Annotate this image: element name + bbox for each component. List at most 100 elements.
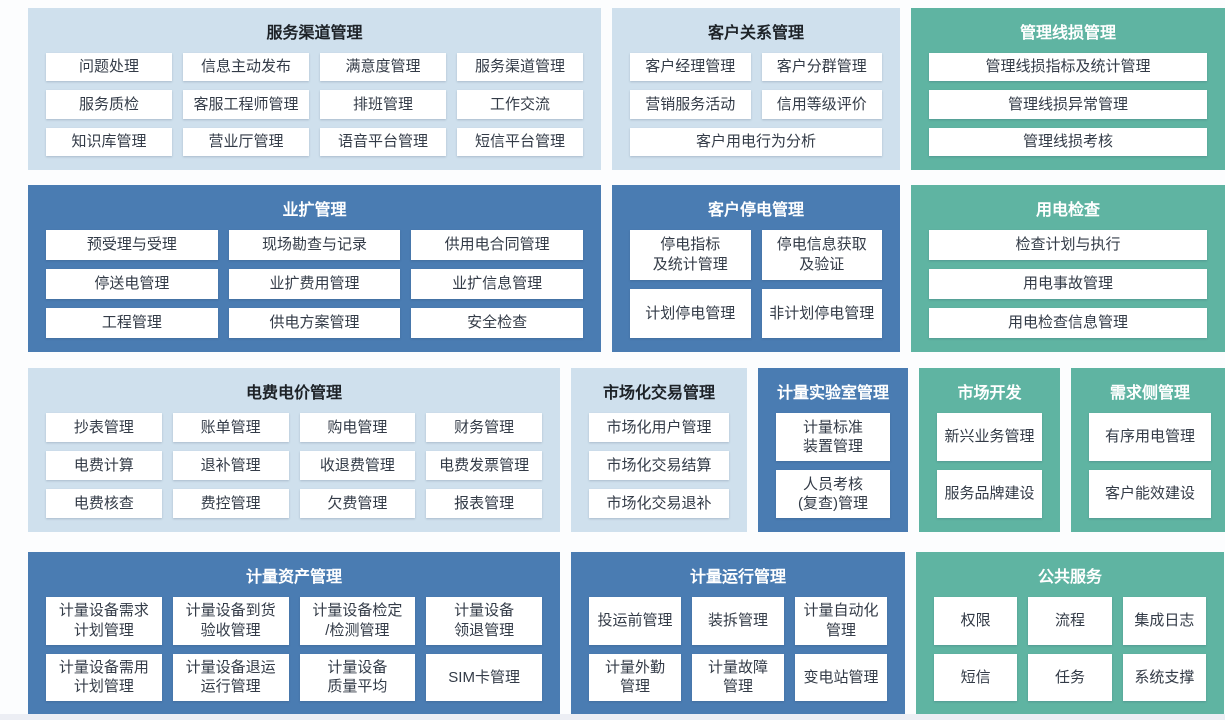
section-items: 市场化用户管理市场化交易结算市场化交易退补 [571,412,747,532]
module-item: 计量故障 管理 [692,653,784,701]
module-item: 退补管理 [172,451,289,480]
section-service-channel-management: 服务渠道管理问题处理信息主动发布满意度管理服务渠道管理服务质检客服工程师管理排班… [28,8,601,170]
module-item: 工作交流 [457,90,583,119]
section-title: 计量运行管理 [689,569,786,586]
module-item: 计量外勤 管理 [589,653,681,701]
section-title: 管理线损管理 [1019,25,1116,42]
module-item: 变电站管理 [795,653,887,701]
module-item: 停送电管理 [46,269,218,299]
module-item: 计量设备需求 计划管理 [46,597,162,645]
module-item: 非计划停电管理 [761,288,882,338]
section-metering-lab-management: 计量实验室管理计量标准 装置管理人员考核 (复查)管理 [758,368,908,532]
module-item: 管理线损指标及统计管理 [929,53,1207,82]
module-item: 费控管理 [172,489,289,518]
module-item: 投运前管理 [589,597,681,645]
module-item: 抄表管理 [46,413,162,442]
section-title: 市场化交易管理 [602,385,715,402]
module-item: 系统支撑 [1122,653,1206,701]
module-item: 账单管理 [172,413,289,442]
module-item: 短信 [934,653,1018,701]
section-customer-relationship-management: 客户关系管理客户经理管理客户分群管理营销服务活动信用等级评价客户用电行为分析 [612,8,900,170]
section-power-use-inspection: 用电检查检查计划与执行用电事故管理用电检查信息管理 [911,185,1225,352]
section-market-development: 市场开发新兴业务管理服务品牌建设 [919,368,1060,532]
module-item: 供电方案管理 [228,308,401,338]
section-items: 停电指标 及统计管理停电信息获取 及验证计划停电管理非计划停电管理 [612,229,900,352]
module-item: 财务管理 [426,413,542,442]
module-item: 客户经理管理 [630,53,751,82]
module-item: 有序用电管理 [1089,413,1211,461]
section-market-trading-management: 市场化交易管理市场化用户管理市场化交易结算市场化交易退补 [571,368,747,532]
module-item: 计量设备 领退管理 [426,597,542,645]
diagram-row-1: 服务渠道管理问题处理信息主动发布满意度管理服务渠道管理服务质检客服工程师管理排班… [28,8,1225,170]
module-item: 供用电合同管理 [411,230,583,260]
module-item: 计量设备到货 验收管理 [172,597,289,645]
section-title: 业扩管理 [282,202,347,219]
section-items: 新兴业务管理服务品牌建设 [919,412,1060,532]
module-item: 信息主动发布 [183,53,309,82]
module-item: 权限 [934,597,1018,645]
module-item: 客户用电行为分析 [630,127,882,156]
section-items: 权限流程集成日志短信任务系统支撑 [916,596,1224,715]
section-title: 服务渠道管理 [266,25,363,42]
section-business-expansion-management: 业扩管理预受理与受理现场勘查与记录供用电合同管理停送电管理业扩费用管理业扩信息管… [28,185,601,352]
module-item: 安全检查 [411,308,583,338]
section-metering-asset-management: 计量资产管理计量设备需求 计划管理计量设备到货 验收管理计量设备检定 /检测管理… [28,552,560,715]
module-item: SIM卡管理 [426,653,542,701]
module-item: 电费核查 [46,489,162,518]
module-item: 市场化用户管理 [589,413,729,442]
section-title: 客户关系管理 [707,25,804,42]
section-items: 有序用电管理客户能效建设 [1071,412,1225,532]
module-item: 服务品牌建设 [937,470,1042,518]
module-item: 现场勘查与记录 [228,230,401,260]
section-items: 抄表管理账单管理购电管理财务管理电费计算退补管理收退费管理电费发票管理电费核查费… [28,412,560,532]
section-items: 计量设备需求 计划管理计量设备到货 验收管理计量设备检定 /检测管理计量设备 领… [28,596,560,715]
module-item: 营业厅管理 [183,127,309,156]
module-item: 短信平台管理 [457,127,583,156]
section-title: 计量实验室管理 [776,385,889,402]
module-item: 计量设备 质量平均 [299,653,416,701]
module-item: 市场化交易退补 [589,489,729,518]
module-item: 信用等级评价 [761,90,882,119]
module-item: 计量设备检定 /检测管理 [299,597,416,645]
module-item: 管理线损异常管理 [929,90,1207,119]
module-item: 客服工程师管理 [183,90,309,119]
module-item: 计量标准 装置管理 [776,413,890,461]
section-demand-side-management: 需求侧管理有序用电管理客户能效建设 [1071,368,1225,532]
module-item: 装拆管理 [692,597,784,645]
section-line-loss-management: 管理线损管理管理线损指标及统计管理管理线损异常管理管理线损考核 [911,8,1225,170]
module-item: 工程管理 [46,308,218,338]
module-item: 服务质检 [46,90,172,119]
module-item: 收退费管理 [299,451,416,480]
module-item: 欠费管理 [299,489,416,518]
section-items: 管理线损指标及统计管理管理线损异常管理管理线损考核 [911,52,1225,170]
module-item: 排班管理 [320,90,446,119]
diagram-row-2: 业扩管理预受理与受理现场勘查与记录供用电合同管理停送电管理业扩费用管理业扩信息管… [28,185,1225,352]
section-items: 预受理与受理现场勘查与记录供用电合同管理停送电管理业扩费用管理业扩信息管理工程管… [28,229,601,352]
section-title: 公共服务 [1037,569,1102,586]
module-item: 客户能效建设 [1089,470,1211,518]
module-item: 集成日志 [1122,597,1206,645]
section-title: 客户停电管理 [707,202,804,219]
module-item: 知识库管理 [46,127,172,156]
section-title: 市场开发 [957,385,1022,402]
module-item: 报表管理 [426,489,542,518]
module-item: 业扩信息管理 [411,269,583,299]
module-item: 服务渠道管理 [457,53,583,82]
section-items: 计量标准 装置管理人员考核 (复查)管理 [758,412,908,532]
module-item: 管理线损考核 [929,127,1207,156]
module-item: 计量设备需用 计划管理 [46,653,162,701]
module-item: 营销服务活动 [630,90,751,119]
section-items: 客户经理管理客户分群管理营销服务活动信用等级评价客户用电行为分析 [612,52,900,170]
section-metering-operation-management: 计量运行管理投运前管理装拆管理计量自动化 管理计量外勤 管理计量故障 管理变电站… [571,552,905,715]
module-item: 计量设备退运 运行管理 [172,653,289,701]
module-item: 满意度管理 [320,53,446,82]
diagram-row-4: 计量资产管理计量设备需求 计划管理计量设备到货 验收管理计量设备检定 /检测管理… [28,552,1225,715]
module-item: 检查计划与执行 [929,230,1207,260]
section-items: 检查计划与执行用电事故管理用电检查信息管理 [911,229,1225,352]
section-items: 问题处理信息主动发布满意度管理服务渠道管理服务质检客服工程师管理排班管理工作交流… [28,52,601,170]
module-item: 客户分群管理 [761,53,882,82]
section-title: 计量资产管理 [245,569,342,586]
module-item: 停电信息获取 及验证 [761,230,882,280]
section-customer-outage-management: 客户停电管理停电指标 及统计管理停电信息获取 及验证计划停电管理非计划停电管理 [612,185,900,352]
